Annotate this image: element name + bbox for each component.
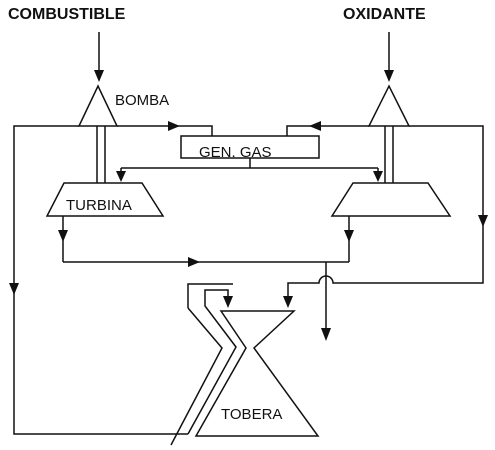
turbine-label: TURBINA — [66, 197, 132, 214]
fuel-turbine — [45, 182, 165, 217]
oxidizer-inlet-arrow — [384, 32, 394, 82]
gas-generator — [180, 135, 320, 159]
pump-label: BOMBA — [115, 92, 169, 109]
fuel-inlet-arrow — [94, 32, 104, 82]
fuel-label: COMBUSTIBLE — [8, 6, 126, 23]
oxidizer-to-gasgen-line — [286, 121, 369, 136]
fuel-shaft — [96, 126, 106, 183]
oxidizer-shaft — [384, 126, 394, 183]
nozzle — [170, 283, 320, 446]
turbine-exhaust-line — [58, 216, 354, 341]
nozzle-label: TOBERA — [221, 406, 282, 423]
oxidizer-pump — [367, 84, 411, 127]
oxidizer-label: OXIDANTE — [343, 6, 426, 23]
oxidizer-feed-line — [283, 125, 488, 308]
oxidizer-turbine — [330, 182, 452, 217]
fuel-pump — [77, 84, 119, 127]
chamber-feed-line — [223, 296, 233, 308]
gas-generator-label: GEN. GAS — [199, 144, 272, 161]
fuel-to-gasgen-line — [117, 121, 213, 136]
gasgen-to-turbines-line — [116, 158, 383, 182]
fuel-cooling-line — [9, 125, 188, 435]
